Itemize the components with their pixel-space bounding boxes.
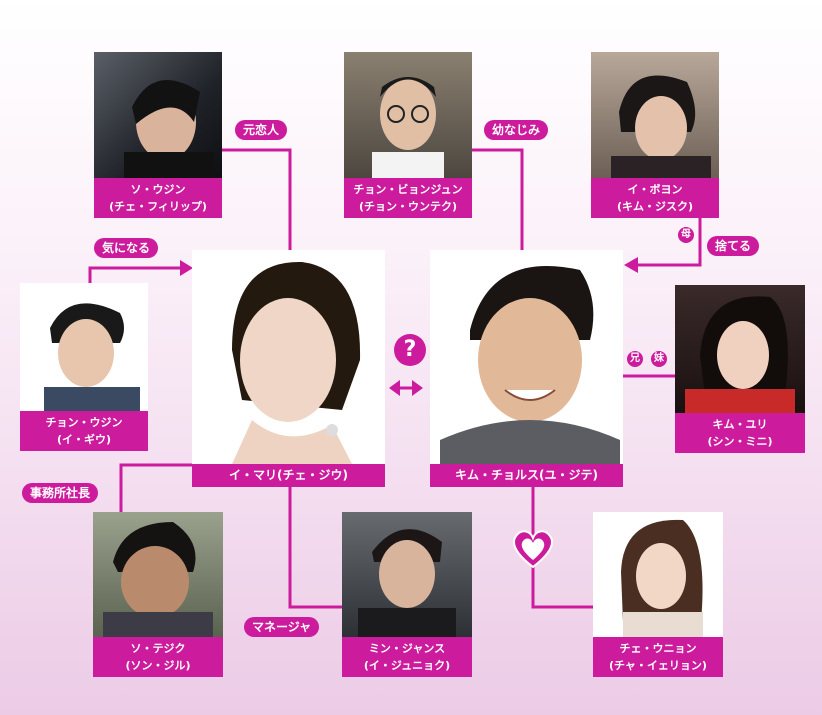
actor-label: (イ・ジュニョク) [363,659,451,672]
portrait-photo [430,250,623,464]
caption: キム・チョルス(ユ・ジテ) [430,464,623,487]
name-label: キム・ユリ [712,418,768,431]
portrait-photo [342,512,472,637]
portrait-photo [192,250,385,464]
line-abandon [635,215,702,267]
caption: キム・ユリ (シン・ミニ) [675,413,805,453]
card-min-jansu: ミン・ジャンス (イ・ジュニョク) [342,512,472,677]
card-kim-cholsu: キム・チョルス(ユ・ジテ) [430,250,623,487]
arrowhead-question-left [389,380,400,396]
name-label: チョン・ビョンジュン [353,183,463,196]
tag-interested: 気になる [94,238,159,258]
caption: ソ・ウジン (チェ・フィリップ) [94,178,222,218]
actor-label: (ソン・ジル) [125,659,191,672]
arrowhead-abandon [624,257,638,273]
name-label: チェ・ウニョン [619,642,697,655]
card-kim-yuri: キム・ユリ (シン・ミニ) [675,285,805,453]
portrait-photo [344,52,472,178]
name-label: ソ・テジク [130,642,186,655]
card-che-unyon: チェ・ウニョン (チャ・イェリョン) [593,512,723,677]
card-chon-byonjun: チョン・ビョンジュン (チョン・ウンテク) [344,52,472,218]
name-label: ミン・ジャンス [368,642,446,655]
question-mark-icon: ? [394,334,426,366]
caption: チェ・ウニョン (チャ・イェリョン) [593,637,723,677]
caption: チョン・ウジン (イ・ギウ) [20,411,148,451]
card-so-ujin: ソ・ウジン (チェ・フィリップ) [94,52,222,218]
actor-label: (チョン・ウンテク) [358,200,458,213]
actor-label: (シン・ミニ) [707,435,773,448]
name-label: チョン・ウジン [45,416,123,429]
card-i-bojon: イ・ボヨン (キム・ジスク) [591,52,719,218]
portrait-photo [94,52,222,178]
arrowhead-question-right [412,380,423,396]
actor-label: (チャ・イェリョン) [609,659,707,672]
tag-agency-boss: 事務所社長 [22,483,99,503]
line-childhood [472,148,524,250]
caption: チョン・ビョンジュン (チョン・ウンテク) [344,178,472,218]
caption: ソ・テジク (ソン・ジル) [93,637,223,677]
line-agency-boss [119,463,193,512]
line-ex-lover [222,148,292,250]
portrait-photo [20,283,148,411]
caption: ミン・ジャンス (イ・ジュニョク) [342,637,472,677]
badge-sister: 妹 [651,351,667,367]
actor-label: (イ・ギウ) [56,433,112,446]
card-chon-ujin: チョン・ウジン (イ・ギウ) [20,283,148,451]
portrait-photo [675,285,805,413]
tag-manager: マネージャ [244,617,320,637]
badge-mother: 母 [678,227,694,243]
portrait-photo [593,512,723,637]
line-interested [88,266,180,283]
caption: イ・マリ(チェ・ジウ) [192,464,385,487]
badge-brother: 兄 [627,351,643,367]
caption: イ・ボヨン (キム・ジスク) [591,178,719,218]
portrait-photo [93,512,223,637]
name-label: キム・チョルス(ユ・ジテ) [455,468,598,482]
tag-childhood-friend: 幼なじみ [484,120,549,140]
tag-ex-lover: 元恋人 [235,120,288,140]
line-manager [288,487,345,609]
arrowhead-interested [180,260,193,276]
tag-abandon: 捨てる [707,236,760,256]
line-heart [531,487,595,609]
name-label: イ・ボヨン [627,183,683,196]
name-label: ソ・ウジン [130,183,186,196]
name-label: イ・マリ(チェ・ジウ) [229,468,348,482]
actor-label: (キム・ジスク) [616,200,694,213]
actor-label: (チェ・フィリップ) [109,200,207,213]
card-so-tejok: ソ・テジク (ソン・ジル) [93,512,223,677]
card-i-mari: イ・マリ(チェ・ジウ) [192,250,385,487]
portrait-photo [591,52,719,178]
